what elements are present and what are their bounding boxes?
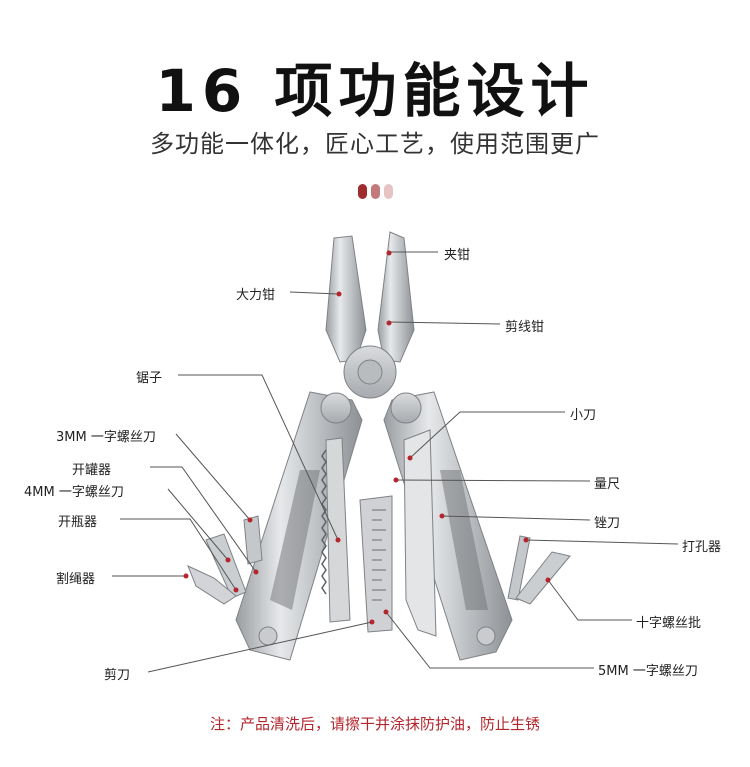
page-subtitle: 多功能一体化，匠心工艺，使用范围更广 (150, 130, 600, 158)
knife-blade (403, 429, 437, 637)
label-cuodao: 锉刀 (594, 516, 621, 531)
label-jiaqian: 夹钳 (444, 248, 471, 263)
dot-dark (358, 184, 367, 199)
marker-dots (183, 250, 551, 625)
dot-light (384, 184, 393, 199)
saw-blade (321, 437, 351, 623)
label-screw5mm: 5MM 一字螺丝刀 (598, 664, 698, 679)
label-screw4mm: 4MM 一字螺丝刀 (24, 485, 124, 500)
label-daliqian: 大力钳 (236, 288, 276, 303)
right-handle (383, 391, 513, 661)
ruler-scissors (359, 495, 393, 633)
label-jiandao: 剪刀 (104, 668, 131, 683)
right-foldout-tools (507, 535, 571, 605)
dot-mid (371, 184, 380, 199)
left-foldout-tools (187, 515, 263, 605)
leader-lines (112, 251, 679, 673)
label-juzi: 锯子 (136, 371, 163, 386)
label-dakongqi: 打孔器 (682, 540, 722, 555)
label-screw3mm: 3MM 一字螺丝刀 (56, 430, 156, 445)
page-title: 16 项功能设计 (155, 57, 595, 125)
label-kaipingqi: 开瓶器 (58, 515, 98, 530)
plier-jaws (325, 231, 415, 399)
label-xiaodao: 小刀 (570, 408, 597, 423)
label-kaiguanqi: 开罐器 (72, 463, 112, 478)
label-gesheng: 割绳器 (56, 572, 96, 587)
label-liangchi: 量尺 (594, 477, 621, 492)
care-note: 注：产品清洗后，请擦干并涂抹防护油，防止生锈 (209, 715, 540, 733)
label-jianxianqian: 剪线钳 (505, 320, 545, 335)
label-shizi: 十字螺丝批 (636, 616, 702, 631)
